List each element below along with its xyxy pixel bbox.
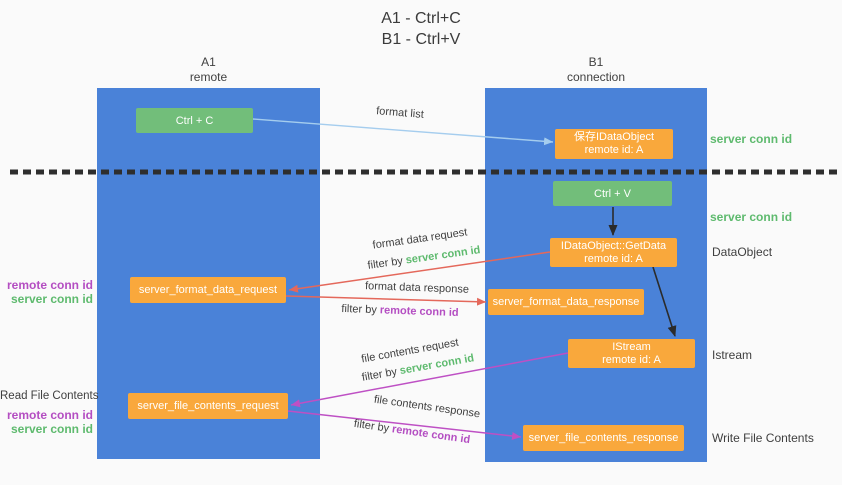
node-istream: IStream remote id: A	[568, 339, 695, 368]
node-file-request-label: server_file_contents_request	[137, 400, 279, 412]
node-server-file-contents-response: server_file_contents_response	[523, 425, 684, 451]
node-getdata-line2: remote id: A	[584, 252, 643, 265]
node-ctrl-c: Ctrl + C	[136, 108, 253, 133]
file-contents-response-arrow	[287, 410, 522, 440]
left-column-subtitle: remote	[189, 70, 228, 84]
node-format-request-label: server_format_data_request	[138, 284, 278, 296]
left-label-server-conn-id-top: server conn id	[10, 292, 93, 306]
left-label-remote-conn-id-bottom: remote conn id	[6, 408, 93, 422]
left-label-remote-conn-id-top: remote conn id	[6, 278, 93, 292]
diagram-title: A1 - Ctrl+C B1 - Ctrl+V	[0, 8, 842, 50]
node-format-response-label: server_format_data_response	[492, 296, 640, 308]
left-column-name: A1	[201, 55, 216, 69]
right-column-name: B1	[588, 55, 604, 69]
right-label-dataobject: DataObject	[712, 245, 773, 259]
right-column-subtitle: connection	[566, 70, 626, 84]
left-column-header: A1 remote	[97, 55, 320, 85]
getdata-to-istream-arrow	[652, 266, 677, 337]
right-label-write-file-contents: Write File Contents	[712, 431, 814, 445]
left-label-read-file-contents: Read File Contents	[0, 390, 99, 402]
node-file-response-label: server_file_contents_response	[528, 432, 679, 444]
right-label-server-conn-id-top: server conn id	[710, 132, 793, 146]
node-istream-line1: IStream	[612, 340, 651, 353]
node-save-idataobject: 保存IDataObject remote id: A	[555, 129, 673, 159]
format-list-arrow	[252, 118, 554, 146]
node-ctrl-v-label: Ctrl + V	[594, 187, 631, 200]
node-server-format-data-response: server_format_data_response	[488, 289, 644, 315]
format-data-request-arrow	[288, 251, 551, 293]
node-ctrl-c-label: Ctrl + C	[175, 114, 214, 127]
title-line-2: B1 - Ctrl+V	[381, 31, 461, 48]
left-label-stack-top: remote conn id server conn id	[0, 278, 93, 306]
node-server-format-data-request: server_format_data_request	[130, 277, 286, 303]
left-label-stack-bottom: remote conn id server conn id	[0, 408, 93, 436]
node-istream-line2: remote id: A	[602, 353, 661, 366]
right-column-header: B1 connection	[485, 55, 707, 85]
node-ctrl-v: Ctrl + V	[553, 181, 672, 206]
right-label-istream: Istream	[712, 348, 753, 362]
format-data-response-arrow	[285, 295, 487, 306]
left-label-server-conn-id-bottom: server conn id	[10, 422, 93, 436]
node-getdata-line1: IDataObject::GetData	[560, 239, 667, 252]
file-contents-request-arrow	[290, 352, 569, 408]
filter-prefix: filter by	[341, 302, 378, 317]
node-idataobject-getdata: IDataObject::GetData remote id: A	[550, 238, 677, 267]
node-save-idataobject-line1: 保存IDataObject	[573, 131, 655, 143]
right-label-server-conn-id-mid: server conn id	[710, 210, 793, 224]
node-save-idataobject-line2: remote id: A	[584, 144, 644, 156]
node-server-file-contents-request: server_file_contents_request	[128, 393, 288, 419]
title-line-1: A1 - Ctrl+C	[381, 10, 461, 27]
